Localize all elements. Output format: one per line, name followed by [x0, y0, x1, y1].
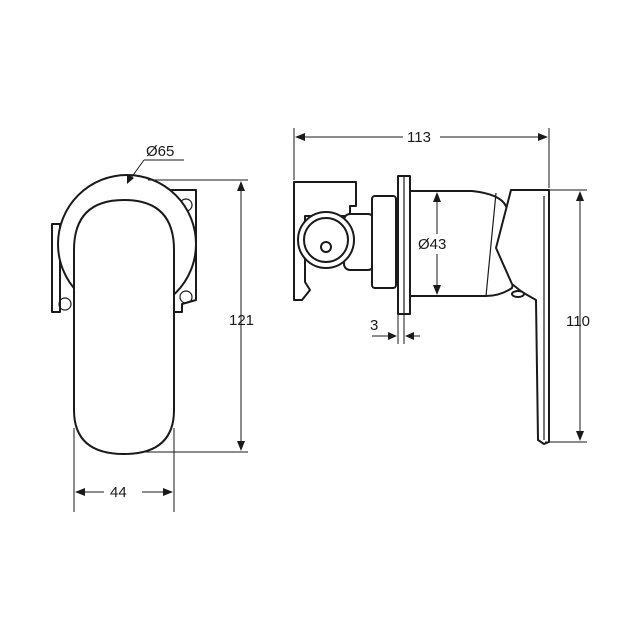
length113-label: 113	[407, 129, 431, 146]
dia43-arrow-top	[433, 192, 441, 202]
side-lever	[495, 189, 550, 445]
front-view	[51, 174, 197, 455]
side-lever-pivot	[511, 290, 525, 298]
dia65-arrow	[127, 174, 134, 184]
height121-label: 121	[229, 312, 254, 329]
dia43-arrow-bottom	[433, 285, 441, 295]
dia65-leader	[130, 159, 145, 179]
height110-label: 110	[566, 313, 590, 330]
front-clip-screw	[58, 297, 72, 311]
front-bracket-hole	[179, 290, 193, 304]
dia43-label-bg	[416, 234, 460, 254]
height121-arrow-bottom	[237, 441, 245, 451]
width44-arrow-left	[75, 488, 85, 496]
side-view	[293, 175, 550, 445]
side-dimensions: 113 Ø43 110 3	[293, 128, 590, 443]
length113-arrow-right	[538, 133, 548, 141]
dia65-label: Ø65	[146, 143, 174, 160]
width44-arrow-right	[163, 488, 173, 496]
side-valve-bracket	[293, 181, 357, 301]
thick3-arrow-right	[405, 332, 414, 340]
side-cartridge-body	[371, 195, 397, 289]
front-dimensions: Ø65 121 44	[73, 143, 254, 512]
height121-arrow-top	[237, 181, 245, 191]
height110-arrow-bottom	[576, 431, 584, 441]
dia43-label: Ø43	[418, 236, 446, 253]
thick3-arrow-left	[388, 332, 397, 340]
thick3-label: 3	[370, 317, 378, 334]
side-inlet-bore	[320, 241, 332, 253]
side-inlet-ring-inner	[303, 217, 349, 263]
front-handle	[73, 199, 175, 455]
length113-arrow-left	[295, 133, 305, 141]
side-body-taper	[485, 192, 497, 297]
height110-arrow-top	[576, 191, 584, 201]
width44-label: 44	[110, 484, 127, 501]
